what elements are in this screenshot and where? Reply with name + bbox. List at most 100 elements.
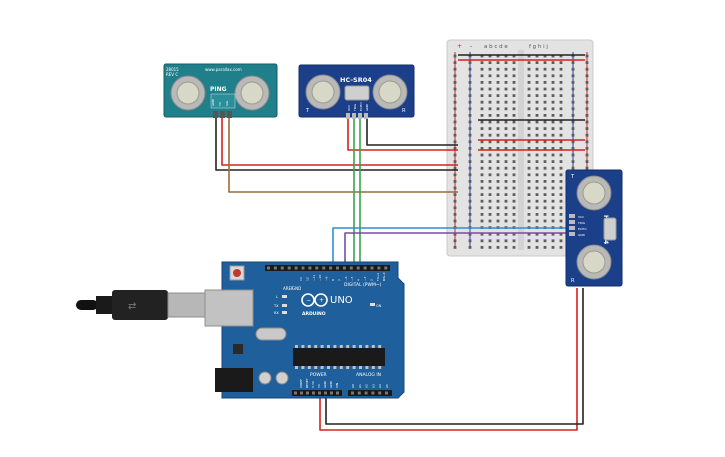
breadboard-hole[interactable] bbox=[488, 219, 492, 223]
arduino-analog-pin[interactable] bbox=[364, 391, 368, 395]
breadboard-hole[interactable] bbox=[496, 147, 500, 150]
breadboard-hole[interactable] bbox=[453, 120, 457, 124]
breadboard-hole[interactable] bbox=[453, 186, 457, 190]
arduino-digital-pin[interactable] bbox=[287, 266, 291, 270]
wire-hc2-trig[interactable] bbox=[332, 227, 566, 270]
breadboard-hole[interactable] bbox=[527, 114, 531, 117]
breadboard-hole[interactable] bbox=[535, 120, 539, 124]
breadboard-hole[interactable] bbox=[551, 67, 555, 71]
breadboard-hole[interactable] bbox=[504, 87, 508, 91]
breadboard-hole[interactable] bbox=[543, 54, 547, 58]
breadboard-hole[interactable] bbox=[551, 87, 555, 91]
breadboard-hole[interactable] bbox=[585, 127, 589, 130]
hcsr04-top-header-echo[interactable] bbox=[358, 113, 362, 119]
breadboard-hole[interactable] bbox=[551, 120, 555, 124]
wire-ping-gnd[interactable] bbox=[215, 117, 458, 171]
wire-hc1-gnd[interactable] bbox=[366, 118, 458, 146]
breadboard-hole[interactable] bbox=[496, 160, 500, 163]
arduino-digital-pin[interactable] bbox=[329, 266, 333, 270]
breadboard-hole[interactable] bbox=[480, 140, 484, 144]
breadboard-hole[interactable] bbox=[571, 54, 575, 58]
breadboard-hole[interactable] bbox=[559, 232, 563, 236]
breadboard-hole[interactable] bbox=[504, 186, 508, 190]
arduino-digital-pin[interactable] bbox=[294, 266, 298, 270]
arduino-digital-pin[interactable] bbox=[384, 266, 388, 270]
breadboard-hole[interactable] bbox=[559, 107, 563, 111]
breadboard-hole[interactable] bbox=[543, 61, 547, 64]
breadboard-hole[interactable] bbox=[551, 133, 555, 137]
breadboard-hole[interactable] bbox=[551, 173, 555, 177]
breadboard-hole[interactable] bbox=[543, 87, 547, 91]
breadboard-hole[interactable] bbox=[468, 114, 472, 117]
breadboard-hole[interactable] bbox=[504, 147, 508, 150]
breadboard-hole[interactable] bbox=[453, 199, 457, 203]
breadboard-hole[interactable] bbox=[585, 140, 589, 144]
breadboard-hole[interactable] bbox=[480, 213, 484, 216]
breadboard-hole[interactable] bbox=[488, 94, 492, 97]
breadboard-hole[interactable] bbox=[571, 74, 575, 78]
breadboard-hole[interactable] bbox=[527, 153, 531, 157]
breadboard-hole[interactable] bbox=[488, 180, 492, 183]
hcsr04-right-sensor[interactable]: HC-SR04 T R VCC TRIG ECHO GND bbox=[565, 169, 623, 287]
breadboard-hole[interactable] bbox=[512, 219, 516, 223]
breadboard-hole[interactable] bbox=[535, 180, 539, 183]
breadboard-hole[interactable] bbox=[551, 206, 555, 210]
usb-cable[interactable]: ⇄ bbox=[76, 290, 209, 320]
breadboard-hole[interactable] bbox=[504, 193, 508, 196]
ping-sensor[interactable]: 28015 REV C www.parallax.com PING GND 5V… bbox=[163, 63, 278, 118]
wire-ping-sig[interactable] bbox=[228, 117, 458, 193]
breadboard-hole[interactable] bbox=[527, 94, 531, 97]
breadboard-hole[interactable] bbox=[535, 166, 539, 170]
breadboard-hole[interactable] bbox=[468, 246, 472, 249]
breadboard-hole[interactable] bbox=[468, 87, 472, 91]
breadboard-hole[interactable] bbox=[453, 114, 457, 117]
breadboard-hole[interactable] bbox=[527, 213, 531, 216]
breadboard-hole[interactable] bbox=[468, 166, 472, 170]
breadboard-hole[interactable] bbox=[551, 127, 555, 130]
breadboard-hole[interactable] bbox=[504, 199, 508, 203]
breadboard-hole[interactable] bbox=[527, 219, 531, 223]
arduino-digital-pin[interactable] bbox=[315, 266, 319, 270]
breadboard-hole[interactable] bbox=[468, 140, 472, 144]
breadboard-hole[interactable] bbox=[512, 147, 516, 150]
breadboard-hole[interactable] bbox=[453, 61, 457, 64]
breadboard-hole[interactable] bbox=[488, 61, 492, 64]
breadboard-hole[interactable] bbox=[559, 120, 563, 124]
breadboard-hole[interactable] bbox=[571, 100, 575, 104]
breadboard-hole[interactable] bbox=[488, 193, 492, 196]
breadboard-hole[interactable] bbox=[468, 133, 472, 137]
breadboard-hole[interactable] bbox=[543, 232, 547, 236]
breadboard-hole[interactable] bbox=[535, 160, 539, 163]
breadboard-hole[interactable] bbox=[480, 199, 484, 203]
hcsr04-top-sensor[interactable]: HC-SR04 T R VCC TRIG ECHO GND bbox=[298, 64, 415, 119]
breadboard-hole[interactable] bbox=[527, 107, 531, 111]
breadboard-hole[interactable] bbox=[496, 81, 500, 84]
breadboard-hole[interactable] bbox=[559, 147, 563, 150]
breadboard-hole[interactable] bbox=[571, 61, 575, 64]
breadboard-hole[interactable] bbox=[543, 180, 547, 183]
breadboard-hole[interactable] bbox=[585, 81, 589, 84]
breadboard-hole[interactable] bbox=[480, 173, 484, 177]
breadboard-hole[interactable] bbox=[571, 140, 575, 144]
breadboard-hole[interactable] bbox=[512, 114, 516, 117]
breadboard-hole[interactable] bbox=[559, 246, 563, 249]
breadboard-hole[interactable] bbox=[551, 239, 555, 243]
breadboard-hole[interactable] bbox=[512, 206, 516, 210]
breadboard-hole[interactable] bbox=[496, 120, 500, 124]
hcsr04-right-header-echo[interactable] bbox=[569, 226, 575, 230]
arduino-dc-jack[interactable] bbox=[215, 368, 253, 392]
breadboard-hole[interactable] bbox=[559, 87, 563, 91]
wire-hc1-vcc[interactable] bbox=[347, 118, 458, 151]
breadboard-hole[interactable] bbox=[488, 147, 492, 150]
breadboard-hole[interactable] bbox=[453, 81, 457, 84]
breadboard-hole[interactable] bbox=[535, 147, 539, 150]
breadboard-hole[interactable] bbox=[468, 147, 472, 150]
breadboard-hole[interactable] bbox=[512, 232, 516, 236]
arduino-digital-pin[interactable] bbox=[322, 266, 326, 270]
breadboard-hole[interactable] bbox=[480, 232, 484, 236]
breadboard-hole[interactable] bbox=[504, 166, 508, 170]
breadboard-hole[interactable] bbox=[551, 213, 555, 216]
breadboard-hole[interactable] bbox=[571, 107, 575, 111]
breadboard-hole[interactable] bbox=[453, 160, 457, 163]
